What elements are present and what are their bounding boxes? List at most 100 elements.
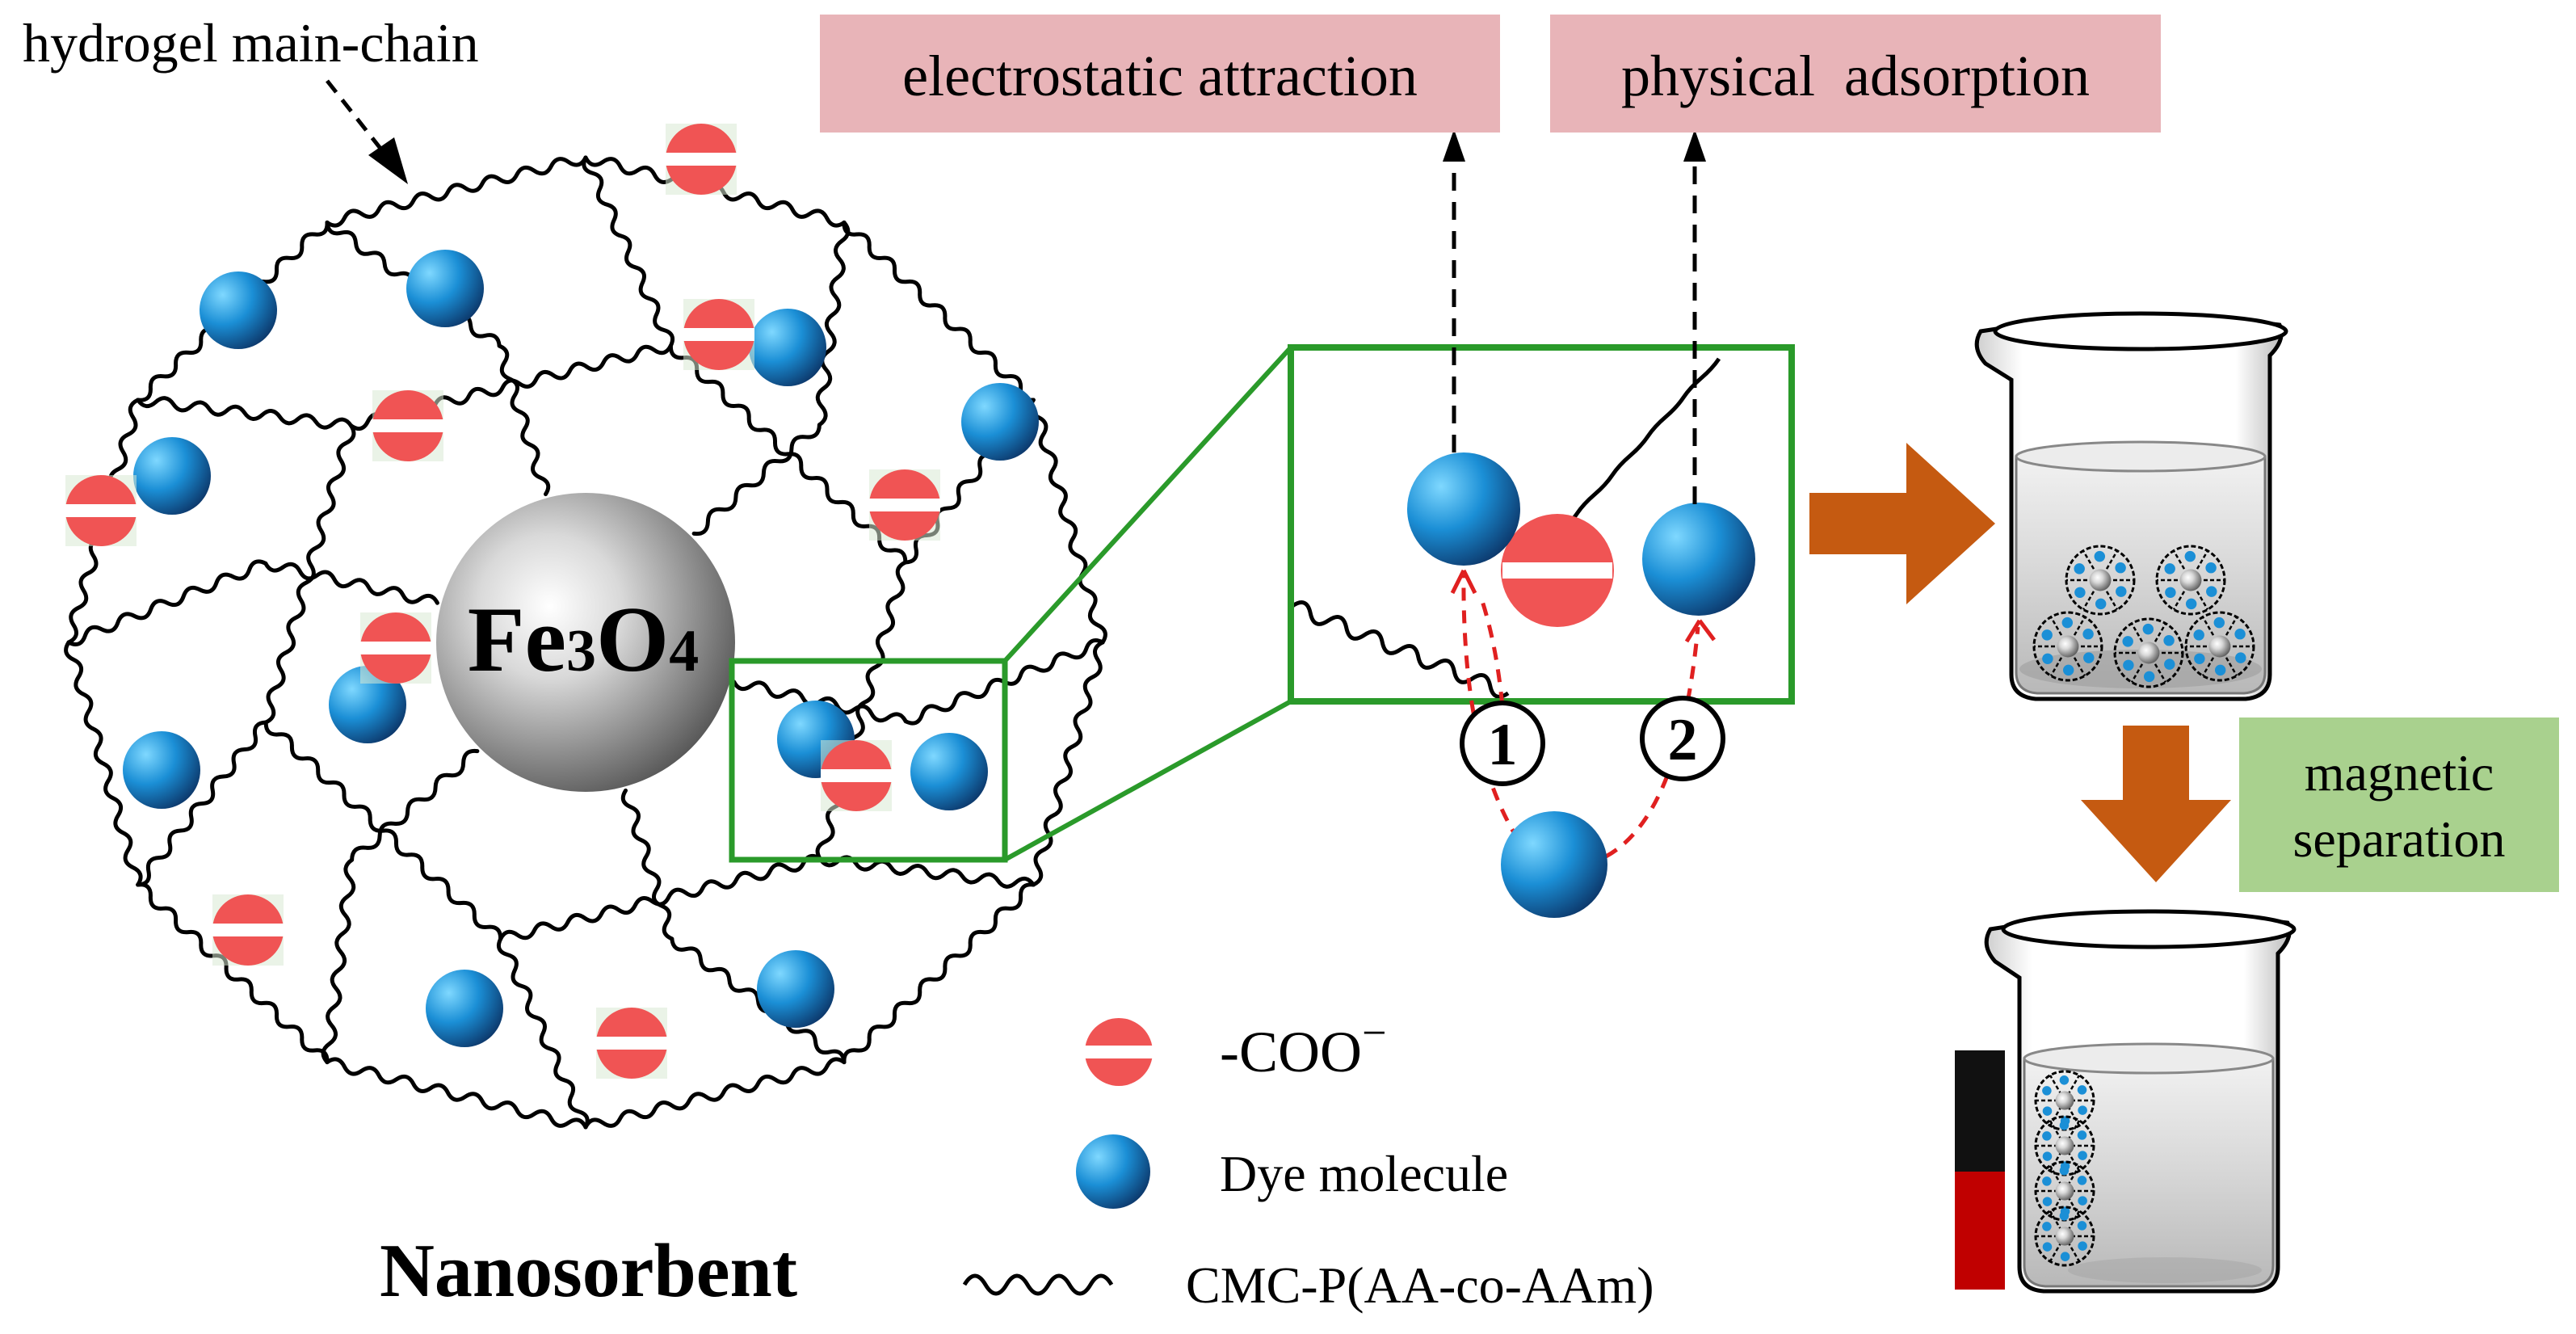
magnetic-label-line2: separation bbox=[2293, 810, 2506, 868]
zoom-dye-physical bbox=[1642, 503, 1755, 616]
zoom-connector-top bbox=[1002, 345, 1293, 663]
step-2-number: 2 bbox=[1668, 707, 1698, 773]
mini-sorbent-b1-1 bbox=[2155, 545, 2226, 616]
step-1-number: 1 bbox=[1488, 712, 1518, 778]
zoom-target-frame bbox=[1288, 344, 1795, 705]
carboxylate-4 bbox=[65, 475, 137, 546]
core-label-fe: Fe bbox=[468, 588, 566, 692]
magnet-south bbox=[1955, 1172, 2005, 1290]
path-step-2-head bbox=[1684, 619, 1716, 643]
carboxylate-2 bbox=[683, 299, 754, 370]
legend: -COO− Dye molecule CMC-P(AA-co-AAm) bbox=[962, 1008, 1654, 1314]
mini-sorbent-b2-0 bbox=[2034, 1070, 2095, 1131]
hydrogel-chain-33 bbox=[325, 155, 588, 228]
dye-molecule-3 bbox=[749, 309, 826, 386]
hydrogel-chain-9 bbox=[1031, 640, 1105, 887]
legend-coo-symbol bbox=[1085, 1018, 1153, 1086]
legend-dye-label: Dye molecule bbox=[1220, 1145, 1508, 1202]
arrow-head-physical bbox=[1683, 129, 1706, 162]
dye-molecule-1 bbox=[406, 250, 484, 327]
svg-text:Fe3O4: Fe3O4 bbox=[468, 588, 700, 692]
zoom-carboxylate-bar bbox=[1502, 562, 1612, 579]
magnetic-label-line1: magnetic bbox=[2305, 744, 2494, 802]
hydrogel-chain-18 bbox=[325, 1057, 588, 1130]
path-step-1-inner bbox=[1480, 600, 1507, 728]
hydrogel-chain-24 bbox=[64, 640, 143, 887]
mini-sorbent-b1-2 bbox=[2032, 611, 2103, 682]
legend-coo-label: -COO− bbox=[1220, 1008, 1386, 1084]
physical-label: physical adsorption bbox=[1621, 44, 2090, 108]
core-label-sub3: 3 bbox=[566, 618, 596, 684]
hydrogel-chain-3 bbox=[842, 220, 1036, 402]
carboxylate-1 bbox=[372, 390, 443, 461]
free-dye-molecule bbox=[1501, 811, 1607, 918]
hydrogel-chain-26 bbox=[136, 720, 268, 887]
legend-coo-charge: − bbox=[1362, 1008, 1386, 1057]
electrostatic-label-box: electrostatic attraction bbox=[820, 15, 1500, 133]
mini-sorbent-b2-3 bbox=[2034, 1206, 2095, 1267]
hydrogel-chain-1 bbox=[668, 343, 908, 565]
legend-coo-text: -COO bbox=[1220, 1020, 1362, 1084]
carboxylate-8 bbox=[821, 740, 892, 811]
electrostatic-label: electrostatic attraction bbox=[902, 44, 1418, 108]
legend-dye-symbol bbox=[1076, 1134, 1150, 1209]
hydrogel-chain-22 bbox=[321, 857, 356, 1065]
hydrogel-chain-2 bbox=[582, 155, 675, 348]
path-step-1-head bbox=[1450, 569, 1477, 595]
carboxylate-3 bbox=[869, 469, 940, 541]
dye-molecule-2 bbox=[133, 437, 211, 515]
hydrogel-chain-5 bbox=[691, 423, 822, 537]
dye-molecule-7 bbox=[426, 970, 503, 1047]
mini-sorbent-b1-3 bbox=[2113, 617, 2184, 688]
main-chain-pointer-head bbox=[368, 137, 408, 184]
main-chain-label: hydrogel main-chain bbox=[23, 12, 479, 74]
beaker-before-sorbents bbox=[2032, 545, 2255, 688]
nanosorbent-title: Nanosorbent bbox=[380, 1229, 797, 1313]
hydrogel-chain-14 bbox=[817, 855, 1036, 889]
zoom-chain-lower bbox=[1291, 600, 1510, 699]
core-label-o: O bbox=[596, 588, 669, 692]
carboxylate-6 bbox=[212, 894, 284, 966]
hydrogel-chain-29 bbox=[263, 561, 439, 605]
step-1-marker: 1 bbox=[1460, 701, 1545, 786]
process-arrow-right bbox=[1809, 443, 1995, 604]
mini-sorbent-b1-4 bbox=[2184, 611, 2255, 682]
step-2-marker: 2 bbox=[1640, 696, 1725, 781]
hydrogel-chain-4 bbox=[815, 220, 851, 427]
zoomed-view bbox=[1288, 344, 1795, 705]
zoom-dye-electrostatic bbox=[1407, 452, 1520, 566]
hydrogel-chain-19 bbox=[263, 720, 503, 941]
path-step-2 bbox=[1604, 626, 1700, 859]
zoom-connector-bottom bbox=[1003, 699, 1292, 862]
carboxylate-5 bbox=[360, 612, 431, 684]
legend-polymer-label: CMC-P(AA-co-AAm) bbox=[1186, 1256, 1654, 1314]
magnet-north bbox=[1955, 1050, 2005, 1172]
dye-molecule-5 bbox=[329, 666, 406, 743]
beaker-after-sorbents bbox=[2034, 1070, 2095, 1267]
hydrogel-chain-28 bbox=[66, 559, 268, 646]
dye-molecule-8 bbox=[757, 950, 834, 1028]
zoom-source-frame bbox=[729, 658, 1008, 863]
hydrogel-chain-16 bbox=[670, 936, 847, 1065]
dye-molecule-6 bbox=[123, 731, 200, 809]
hydrogel-chain-17 bbox=[620, 788, 674, 941]
beaker-after bbox=[1984, 909, 2297, 1294]
hydrogel-chain-12 bbox=[842, 882, 1036, 1065]
arrow-head-electrostatic bbox=[1443, 129, 1465, 162]
hydrogel-chain-21 bbox=[136, 882, 330, 1065]
magnetic-separation-box: magnetic separation bbox=[2239, 717, 2559, 892]
hydrogel-chain-23 bbox=[350, 748, 480, 862]
hydrogel-chain-32 bbox=[136, 396, 354, 430]
dye-molecule-4 bbox=[961, 383, 1039, 461]
nanosorbent-particles bbox=[65, 124, 1039, 1079]
hydrogel-chain-35 bbox=[497, 343, 551, 497]
dye-molecule-0 bbox=[200, 271, 277, 349]
core-label-sub4: 4 bbox=[669, 618, 699, 684]
mini-sorbent-b1-0 bbox=[2065, 545, 2136, 616]
hydrogel-chain-13 bbox=[498, 853, 822, 941]
dye-molecule-10 bbox=[910, 733, 988, 810]
hydrogel-chain-6 bbox=[1028, 398, 1107, 645]
process-arrow-down bbox=[2081, 726, 2231, 882]
